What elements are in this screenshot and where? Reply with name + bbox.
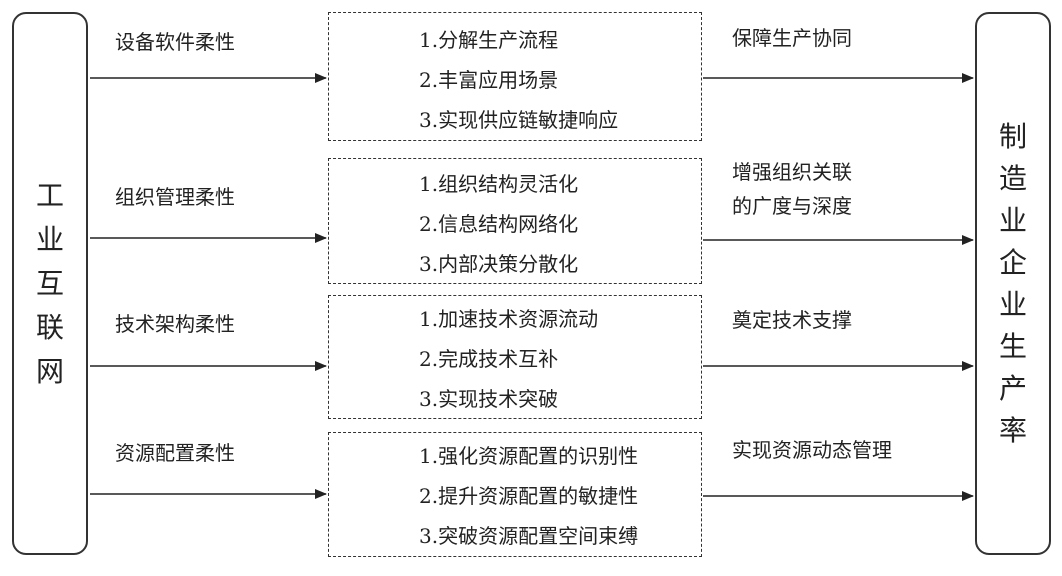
row-2-item-1: 1.组织结构灵活化 bbox=[419, 172, 579, 196]
row-1-result-line: 保障生产协同 bbox=[732, 26, 852, 50]
row-3-item-2: 2.完成技术互补 bbox=[419, 347, 559, 371]
right-char: 生 bbox=[998, 329, 1027, 363]
row-4-item-3: 3.突破资源配置空间束缚 bbox=[419, 524, 639, 548]
row-3-result: 奠定技术支撑 bbox=[732, 303, 852, 337]
row-2-result-line: 增强组织关联 bbox=[732, 160, 852, 184]
row-4-item-2: 2.提升资源配置的敏捷性 bbox=[419, 484, 639, 508]
left-char: 联 bbox=[35, 310, 64, 344]
productivity-label: 制 造 业 企 业 生 产 率 bbox=[999, 116, 1027, 452]
row-4-item-1: 1.强化资源配置的识别性 bbox=[419, 444, 639, 468]
row-2-item-2: 2.信息结构网络化 bbox=[419, 212, 579, 236]
row-1-result: 保障生产协同 bbox=[732, 21, 852, 55]
row-2-result-line: 的广度与深度 bbox=[732, 194, 852, 218]
row-2-title: 组织管理柔性 bbox=[115, 185, 235, 209]
right-char: 业 bbox=[998, 287, 1027, 321]
row-4-result-line: 实现资源动态管理 bbox=[732, 438, 892, 462]
right-char: 企 bbox=[998, 245, 1027, 279]
row-4-title: 资源配置柔性 bbox=[115, 441, 235, 465]
row-3-title: 技术架构柔性 bbox=[115, 312, 235, 336]
row-1-title: 设备软件柔性 bbox=[115, 30, 235, 54]
row-1-item-2: 2.丰富应用场景 bbox=[419, 68, 559, 92]
industrial-internet-box: 工 业 互 联 网 bbox=[12, 12, 88, 555]
left-char: 网 bbox=[35, 354, 64, 388]
right-char: 产 bbox=[998, 371, 1027, 405]
row-3-item-3: 3.实现技术突破 bbox=[419, 387, 559, 411]
left-char: 业 bbox=[35, 222, 64, 256]
row-3-measures-box: 1.加速技术资源流动 2.完成技术互补 3.实现技术突破 bbox=[328, 295, 702, 419]
industrial-internet-label: 工 业 互 联 网 bbox=[36, 174, 64, 394]
row-1-item-3: 3.实现供应链敏捷响应 bbox=[419, 108, 619, 132]
row-3-result-line: 奠定技术支撑 bbox=[732, 308, 852, 332]
row-3-item-1: 1.加速技术资源流动 bbox=[419, 307, 599, 331]
row-2-item-3: 3.内部决策分散化 bbox=[419, 252, 579, 276]
row-1-measures-box: 1.分解生产流程 2.丰富应用场景 3.实现供应链敏捷响应 bbox=[328, 12, 702, 141]
left-char: 工 bbox=[35, 178, 64, 212]
row-2-measures-box: 1.组织结构灵活化 2.信息结构网络化 3.内部决策分散化 bbox=[328, 158, 702, 284]
row-4-result: 实现资源动态管理 bbox=[732, 433, 892, 467]
right-char: 造 bbox=[998, 161, 1027, 195]
row-4-measures-box: 1.强化资源配置的识别性 2.提升资源配置的敏捷性 3.突破资源配置空间束缚 bbox=[328, 432, 702, 557]
left-char: 互 bbox=[35, 266, 64, 300]
productivity-box: 制 造 业 企 业 生 产 率 bbox=[975, 12, 1051, 555]
right-char: 率 bbox=[998, 413, 1027, 447]
right-char: 制 bbox=[998, 119, 1027, 153]
row-1-item-1: 1.分解生产流程 bbox=[419, 28, 559, 52]
right-char: 业 bbox=[998, 203, 1027, 237]
row-2-result: 增强组织关联 的广度与深度 bbox=[732, 155, 852, 223]
